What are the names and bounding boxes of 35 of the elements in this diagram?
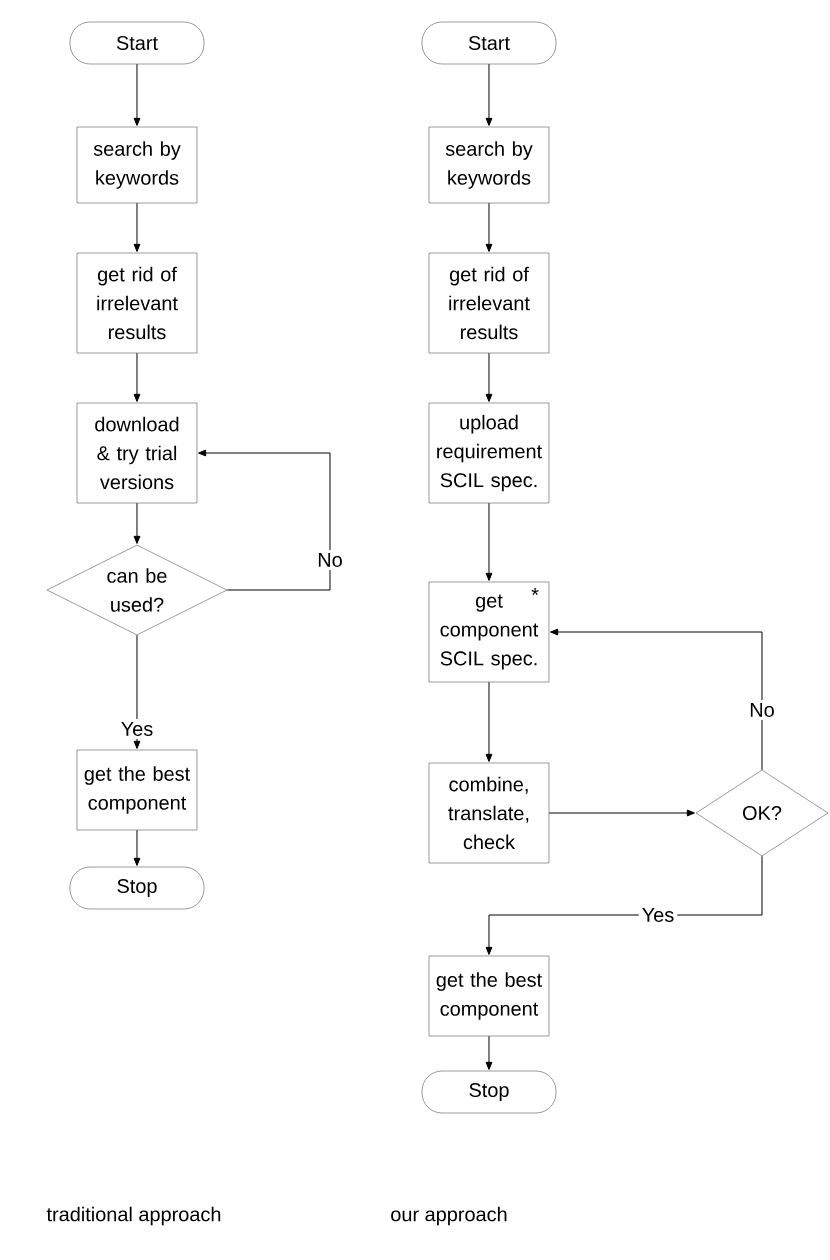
edge-label: Yes [117, 719, 157, 739]
arrow [485, 63, 493, 126]
arrow [485, 352, 493, 402]
arrow [133, 829, 141, 866]
process-box: get rid of irrelevant results [428, 252, 550, 354]
edge-label: Yes [638, 905, 678, 925]
arrow [485, 1035, 493, 1070]
process-box: get the best component [76, 749, 198, 831]
arrow [485, 502, 493, 581]
terminal-box: Start [69, 21, 205, 65]
process-box: combine, translate, check [428, 762, 550, 864]
process-box: search by keywords [428, 126, 550, 204]
process-box: get the best component [428, 955, 550, 1037]
arrow [485, 202, 493, 252]
arrow [133, 352, 141, 402]
terminal-box: Stop [69, 866, 205, 910]
arrow [548, 809, 695, 817]
arrow [133, 502, 141, 544]
process-box: get rid of irrelevant results [76, 252, 198, 354]
arrow [133, 63, 141, 126]
arrow [198, 449, 331, 591]
arrow [550, 628, 763, 771]
asterisk-note: * [531, 588, 539, 595]
arrow [485, 681, 493, 762]
caption-text: our approach [391, 1206, 507, 1226]
arrow [133, 202, 141, 252]
arrow [485, 855, 763, 955]
terminal-box: Start [421, 21, 557, 65]
process-box: search by keywords [76, 126, 198, 204]
process-box: upload requirement SCIL spec. [428, 402, 550, 504]
process-box: download & try trial versions [76, 402, 198, 504]
terminal-box: Stop [421, 1070, 557, 1114]
edge-label: No [314, 550, 346, 570]
edge-label: No [746, 700, 778, 720]
caption-text: traditional approach [46, 1206, 221, 1226]
